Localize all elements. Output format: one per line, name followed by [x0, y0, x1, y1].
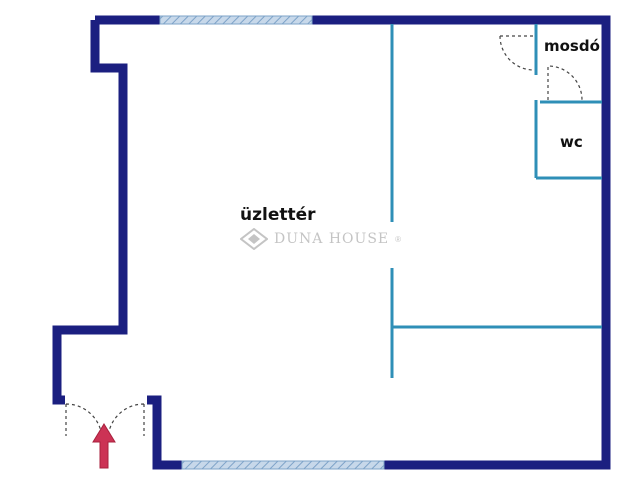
door-swing-washroom-lower	[547, 65, 583, 101]
watermark: DUNA HOUSE ®	[240, 228, 401, 250]
window-top	[159, 15, 313, 25]
door-swing-washroom-upper	[499, 35, 535, 71]
diamond-logo-icon	[240, 228, 268, 250]
room-label-wc: wc	[560, 133, 583, 151]
window-bottom	[181, 460, 385, 470]
room-label-washroom: mosdó	[544, 37, 600, 55]
watermark-registered-mark: ®	[395, 234, 402, 244]
outer-wall-left	[52, 20, 128, 405]
watermark-brand: DUNA HOUSE	[274, 231, 390, 247]
entrance-arrow-icon	[92, 423, 116, 469]
room-label-main: üzlettér	[240, 205, 316, 225]
partitions	[390, 24, 602, 378]
door-swing-entrance-right	[107, 403, 145, 439]
door-swing-entrance-left	[65, 403, 103, 439]
